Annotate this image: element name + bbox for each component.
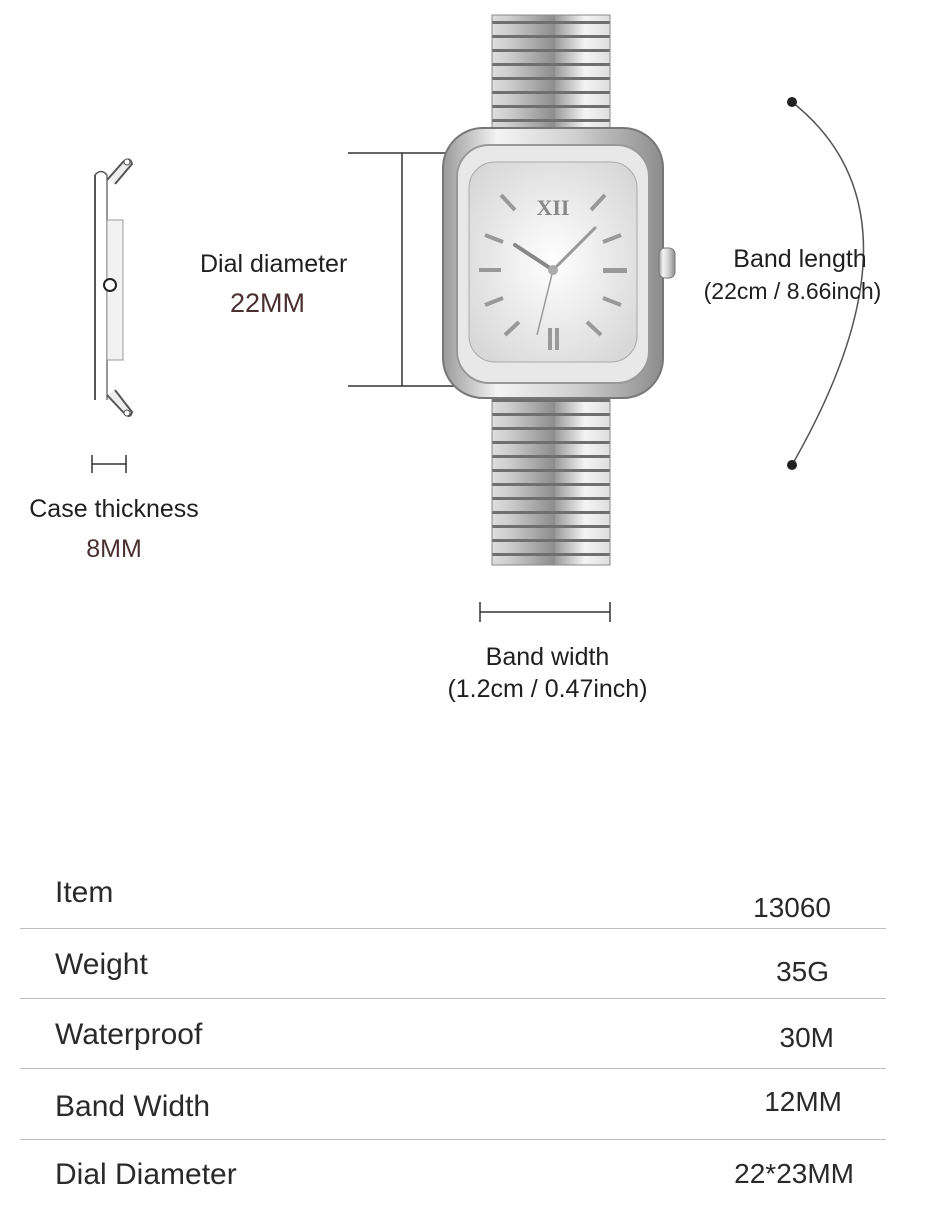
- watch-side-profile: [94, 158, 134, 417]
- spec-value: 13060: [753, 892, 831, 923]
- spec-value: 35G: [776, 956, 829, 987]
- spec-row-weight: Weight 35G: [0, 940, 929, 1010]
- spec-name: Dial Diameter: [55, 1158, 237, 1191]
- spec-value: 22*23MM: [734, 1158, 854, 1189]
- spec-name: Waterproof: [55, 1018, 203, 1051]
- dial-diameter-label: Dial diameter: [200, 250, 348, 278]
- spec-name: Item: [55, 876, 114, 909]
- band-width-label: Band width: [485, 643, 610, 671]
- spec-row-waterproof: Waterproof 30M: [0, 1008, 929, 1078]
- band-length-arc: [787, 97, 865, 470]
- band-length-value: (22cm / 8.66inch): [703, 278, 882, 304]
- spec-row-item: Item 13060: [0, 870, 929, 940]
- band-length-label: Band length: [733, 245, 867, 273]
- spec-row-band-width: Band Width 12MM: [0, 1078, 929, 1148]
- svg-text:XII: XII: [536, 195, 569, 220]
- spec-row-dial-diameter: Dial Diameter 22*23MM: [0, 1148, 929, 1218]
- spec-name: Band Width: [55, 1090, 211, 1123]
- dial-diameter-bracket: [348, 152, 463, 387]
- band-width-value: (1.2cm / 0.47inch): [447, 675, 648, 703]
- band-width-bracket: [479, 602, 611, 622]
- watch-front-view: XII: [442, 14, 676, 566]
- divider: [20, 1068, 886, 1069]
- divider: [20, 998, 886, 999]
- spec-name: Weight: [55, 948, 148, 981]
- divider: [20, 928, 886, 929]
- divider: [20, 1139, 886, 1140]
- case-thickness-bracket: [91, 455, 127, 473]
- case-thickness-label: Case thickness: [29, 495, 199, 523]
- case-thickness-value: 8MM: [86, 535, 142, 563]
- spec-value: 12MM: [764, 1086, 842, 1117]
- spec-value: 30M: [779, 1022, 834, 1053]
- dial-diameter-value: 22MM: [230, 288, 306, 318]
